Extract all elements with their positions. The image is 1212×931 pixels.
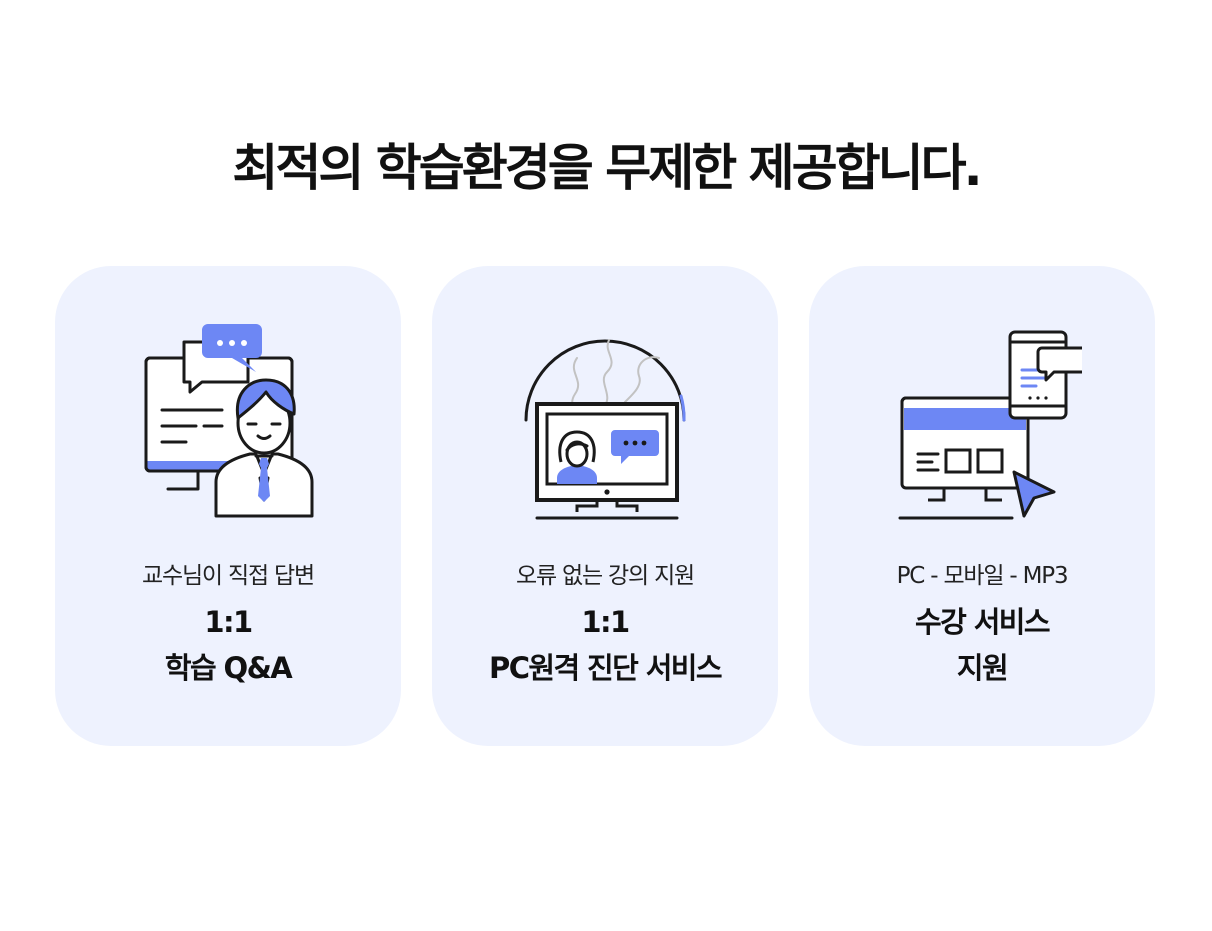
card-title-line: 수강 서비스 <box>915 605 1051 639</box>
multi-device-icon <box>898 330 1082 520</box>
feature-cards: 교수님이 직접 답변 1:1 학습 Q&A <box>55 266 1155 746</box>
feature-card-remote: 오류 없는 강의 지원 1:1 PC원격 진단 서비스 <box>432 266 778 746</box>
card-title-line: PC원격 진단 서비스 <box>489 651 722 685</box>
card-caption: PC - 모바일 - MP3 <box>896 563 1069 589</box>
card-title: 수강 서비스 지원 <box>809 599 1155 691</box>
feature-card-qa: 교수님이 직접 답변 1:1 학습 Q&A <box>55 266 401 746</box>
card-caption: 오류 없는 강의 지원 <box>515 563 695 589</box>
remote-pc-diagnosis-icon <box>524 339 686 520</box>
card-title-line: 지원 <box>956 651 1009 685</box>
card-title-line: 1:1 <box>204 605 253 639</box>
page-title: 최적의 학습환경을 무제한 제공합니다. <box>232 139 982 197</box>
card-caption: 교수님이 직접 답변 <box>142 563 315 589</box>
card-title-line: 학습 Q&A <box>164 651 293 685</box>
card-title: 1:1 PC원격 진단 서비스 <box>432 599 778 691</box>
professor-qa-icon <box>144 324 314 518</box>
feature-card-devices: PC - 모바일 - MP3 수강 서비스 지원 <box>809 266 1155 746</box>
card-title-line: 1:1 <box>581 605 630 639</box>
card-title: 1:1 학습 Q&A <box>55 599 401 691</box>
